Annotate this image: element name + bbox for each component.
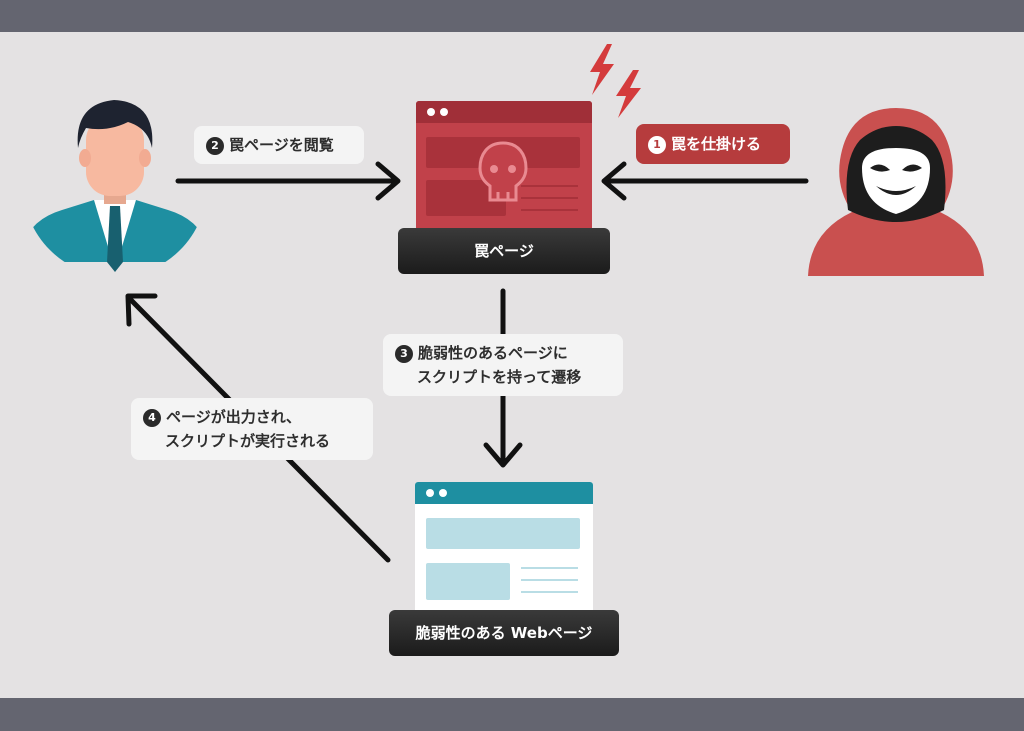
vulnerable-page-label-text: 脆弱性のある Webページ bbox=[415, 624, 593, 642]
step1-number-badge: 1 bbox=[648, 136, 666, 154]
bottom-band bbox=[0, 698, 1024, 731]
arrow-step1 bbox=[601, 161, 809, 201]
hooded-hacker-icon bbox=[808, 108, 984, 276]
vulnerable-page-window bbox=[415, 482, 593, 616]
step2-label: 2 罠ページを閲覧 bbox=[194, 126, 364, 164]
skull-icon bbox=[478, 141, 528, 202]
step2-text: 罠ページを閲覧 bbox=[229, 136, 334, 154]
step3-number-badge: 3 bbox=[395, 345, 413, 363]
lightning-icon bbox=[590, 44, 641, 118]
step4-number-badge: 4 bbox=[143, 409, 161, 427]
trap-page-label-text: 罠ページ bbox=[474, 242, 534, 260]
step1-text: 罠を仕掛ける bbox=[671, 135, 762, 153]
step3-line2: スクリプトを持って遷移 bbox=[417, 368, 582, 386]
step2-number-badge: 2 bbox=[206, 137, 224, 155]
step4-line2: スクリプトが実行される bbox=[165, 432, 331, 450]
top-band bbox=[0, 0, 1024, 32]
trap-page-label: 罠ページ bbox=[398, 228, 610, 274]
businessman-icon bbox=[23, 100, 207, 272]
vulnerable-page-label: 脆弱性のある Webページ bbox=[389, 610, 619, 656]
arrow-step2 bbox=[175, 161, 401, 201]
step1-label: 1 罠を仕掛ける bbox=[636, 124, 790, 164]
